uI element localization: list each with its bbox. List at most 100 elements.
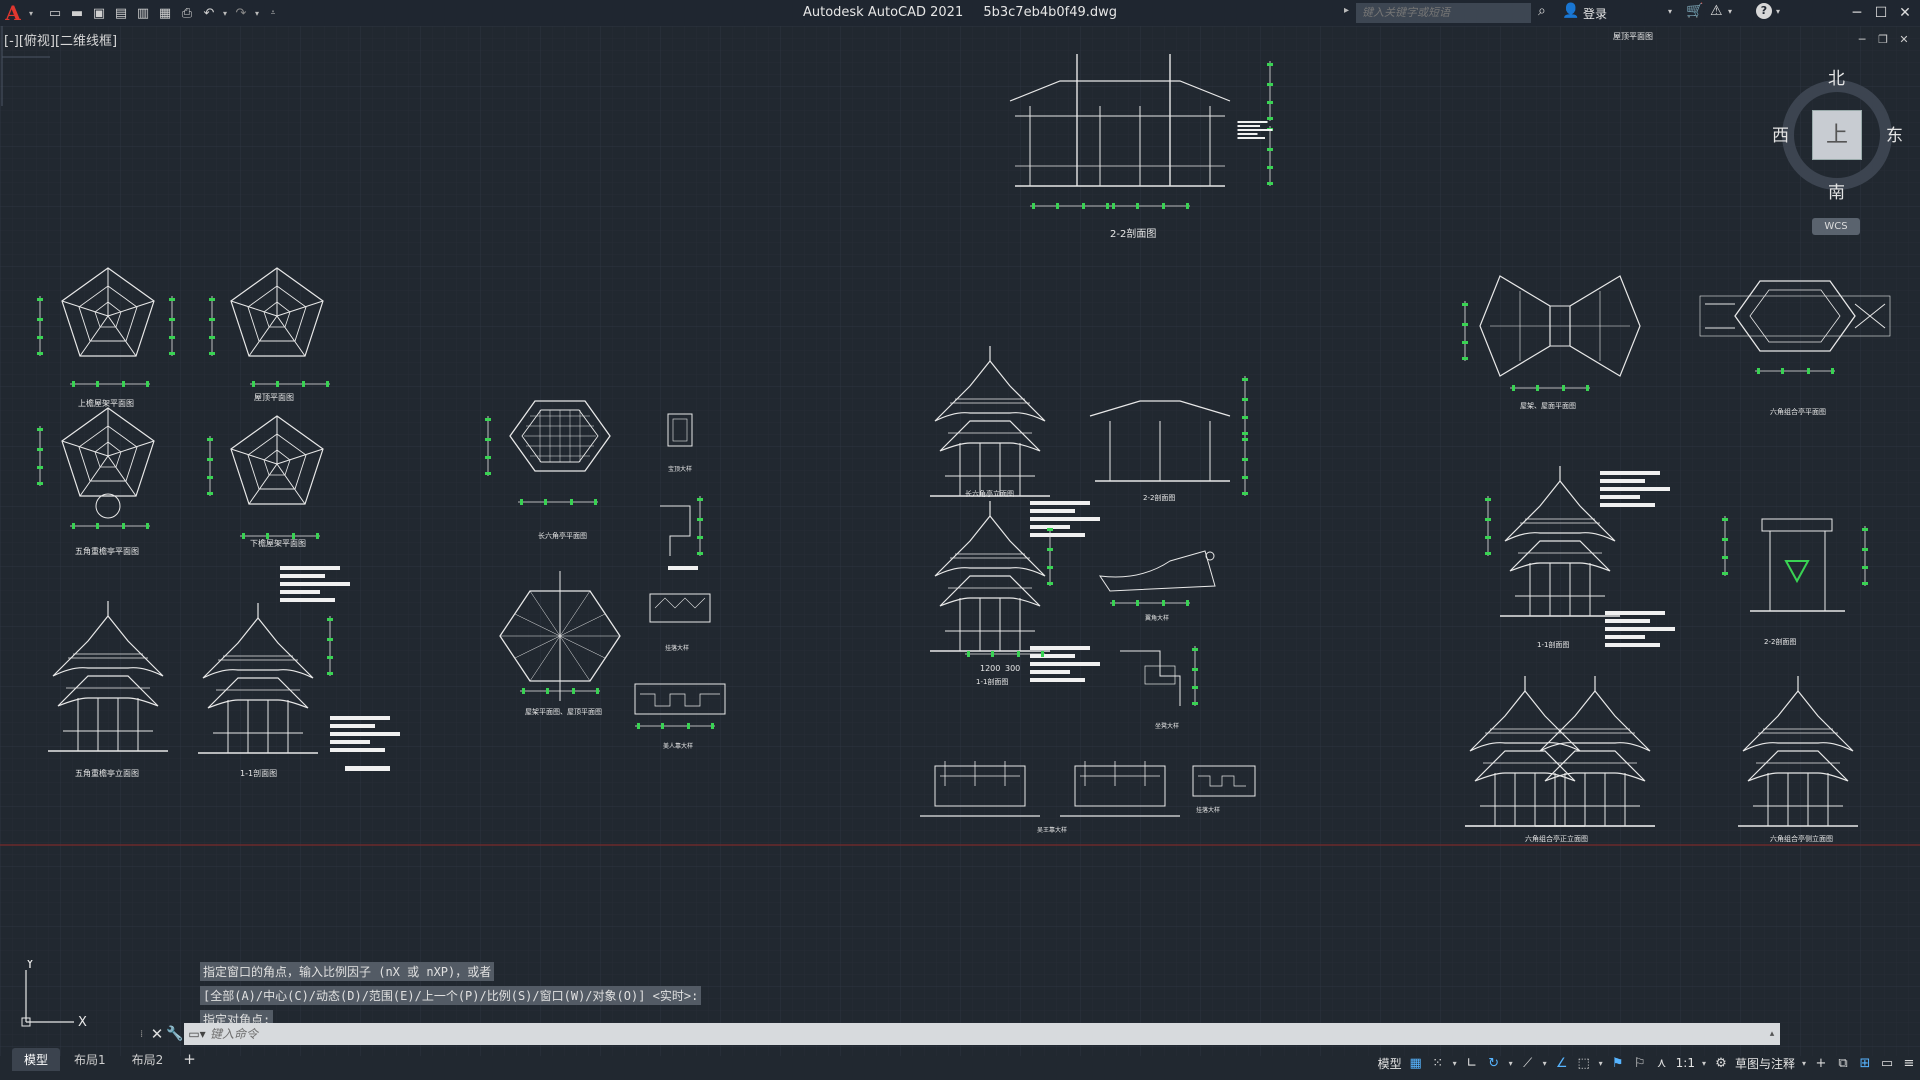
drawing-combo-side[interactable]: 六角组合亭侧立面图 [1737,675,1859,843]
saveas-icon[interactable]: ▤ [114,5,128,21]
autocad-logo-icon[interactable]: A [5,1,21,25]
drawing-detail-c[interactable]: 挂落大样 [649,593,711,652]
drawing-combo-front[interactable]: 六角组合亭正立面图 [1464,675,1656,843]
customize-icon[interactable]: ⩡ [270,8,276,17]
drawing-combo-plan[interactable]: 六角组合亭平面图 [1699,280,1891,416]
compass-south[interactable]: 南 [1828,183,1845,203]
drawing-combo-section-11[interactable]: 1-1剖面图 [1484,465,1675,649]
doc-close-icon[interactable]: ✕ [1899,33,1909,46]
polar-icon[interactable]: ↻ [1488,1055,1500,1071]
close-icon[interactable]: ✕ [1899,5,1911,21]
add-layout-button[interactable]: + [183,1050,196,1068]
polar-caret-icon[interactable]: ▾ [1508,1058,1513,1068]
plot-icon[interactable]: ⎙ [181,5,193,21]
compass-west[interactable]: 西 [1772,126,1789,146]
quick-properties-icon[interactable]: ⊞ [1859,1055,1871,1071]
tab-model[interactable]: 模型 [12,1047,61,1071]
search-input[interactable] [1356,3,1531,23]
search-icon[interactable]: ⌕ [1538,3,1546,19]
viewcube[interactable]: 上 北 南 西 东 [1772,69,1903,203]
clean-screen-icon[interactable]: ▭ [1880,1055,1894,1071]
object-snap-icon[interactable]: ⬚ [1577,1055,1590,1071]
open-web-icon[interactable]: ▥ [136,5,150,21]
object-snap-tracking-icon[interactable]: ∠ [1555,1055,1568,1071]
redo-icon[interactable]: ↷ [235,5,247,21]
command-input[interactable] [210,1024,1764,1044]
drawing-pent-roof-plan[interactable]: 屋顶平面图 [208,267,331,402]
drawing-pent-beam-plan[interactable]: 下檐屋架平面图 [206,415,324,548]
login-caret-icon[interactable]: ▾ [1668,7,1673,16]
viewport-controls-label[interactable]: [-][俯视][二维线框] [4,34,118,49]
drawing-hex-section-22[interactable]: 2-2剖面图 [1089,375,1249,502]
drawing-pent-floor-plan[interactable]: 五角重檐亭平面图 [36,407,155,556]
account-caret-icon[interactable]: ▾ [1728,7,1733,16]
workspace-switch[interactable]: 草图与注释 [1734,1056,1795,1071]
drawing-combo-section-22[interactable]: 2-2剖面图 [1721,515,1869,646]
command-prompt-icon[interactable]: ▭▾ [188,1027,206,1041]
redo-caret-icon[interactable]: ▾ [254,8,259,18]
drawing-seat-detail[interactable]: 坐凳大样 [1120,645,1199,730]
new-icon[interactable]: ▭ [48,5,62,21]
doc-restore-icon[interactable]: ❐ [1878,33,1888,46]
model-space-toggle[interactable]: 模型 [1377,1056,1402,1071]
drawing-detail-b[interactable] [660,495,704,570]
help-icon[interactable]: ? [1756,3,1772,19]
drawing-detail-d[interactable]: 美人靠大样 [634,683,726,750]
snap-icon[interactable]: ⁙ [1432,1055,1444,1071]
undo-icon[interactable]: ↶ [203,5,215,21]
drawing-pent-elevation[interactable]: 五角重檐亭立面图 [47,600,169,778]
annotation-monitor-icon[interactable]: + [1815,1055,1827,1071]
command-history-toggle-icon[interactable]: ▴ [1769,1029,1775,1039]
maximize-icon[interactable]: ☐ [1874,5,1888,21]
tab-layout1[interactable]: 布局1 [74,1052,106,1067]
drawing-pent-section[interactable]: 1-1剖面图 [197,566,400,778]
app-menu-caret-icon[interactable]: ▾ [28,8,33,18]
grid-icon[interactable]: ▦ [1409,1055,1422,1071]
ortho-icon[interactable]: ∟ [1466,1055,1478,1071]
drawing-combo-roof[interactable]: 屋架、屋面平面图 [1461,275,1641,410]
open-icon[interactable]: ▬ [70,5,84,21]
drawing-hex-roof-plan[interactable]: 屋架平面图、屋顶平面图 [499,571,621,716]
drawing-hex-plan[interactable]: 长六角亭平面图 [484,400,611,540]
command-line-customize-icon[interactable]: 🔧 [166,1026,184,1042]
customization-menu-icon[interactable]: ≡ [1903,1055,1915,1071]
doc-minimize-icon[interactable]: ─ [1858,33,1866,46]
isodraft-icon[interactable]: ⟋ [1523,1055,1533,1071]
compass-east[interactable]: 东 [1886,126,1903,146]
annotation-visibility-icon[interactable]: ⚑ [1611,1055,1624,1071]
units-icon[interactable]: ⧉ [1838,1055,1848,1071]
compass-north[interactable]: 北 [1828,69,1845,89]
command-line-close-icon[interactable]: ✕ [150,1025,164,1043]
save-icon[interactable]: ▣ [92,5,106,21]
autodesk-account-icon[interactable]: ⚠ [1710,3,1723,19]
scale-caret-icon[interactable]: ▾ [1701,1058,1706,1068]
drawing-railing-detail[interactable]: 挂落大样 [1192,765,1256,814]
drawing-hex-section-11[interactable]: 1200 300 1-1剖面图 [929,500,1100,686]
drawing-canvas[interactable]: 2-2剖面图 屋顶平面图 上檐屋架平面图 屋顶平面图 五角重檐亭平面图 [0,26,1920,1056]
drawing-corner-detail[interactable]: 翼角大样 [1098,550,1216,622]
minimize-icon[interactable]: ─ [1852,5,1862,21]
undo-caret-icon[interactable]: ▾ [222,8,227,18]
search-expand-icon[interactable]: ▸ [1344,5,1350,16]
workspace-caret-icon[interactable]: ▾ [1801,1058,1806,1068]
auto-scale-icon[interactable]: ⚐ [1633,1055,1646,1071]
viewcube-top-face[interactable]: 上 [1812,110,1862,160]
save-web-icon[interactable]: ▦ [158,5,172,21]
wcs-button[interactable]: WCS [1812,218,1860,235]
drawing-detail-a[interactable]: 宝顶大样 [667,413,693,473]
drawing-pent-roof-frame[interactable]: 上檐屋架平面图 [36,267,176,408]
cart-icon[interactable]: 🛒 [1686,3,1704,19]
login-link[interactable]: 登录 [1583,7,1608,21]
tab-layout2[interactable]: 布局2 [131,1052,164,1067]
isodraft-caret-icon[interactable]: ▾ [1542,1058,1547,1068]
annotation-scale-icon[interactable]: ⋏ [1656,1055,1667,1071]
drawing-hex-elevation[interactable]: 长六角亭立面图 [929,345,1051,498]
annotation-scale-value[interactable]: 1:1 [1675,1056,1695,1070]
user-icon[interactable]: 👤 [1562,3,1580,19]
workspace-gear-icon[interactable]: ⚙ [1715,1055,1727,1071]
drawing-wumei-detail[interactable]: 吴王靠大样 [920,761,1180,834]
snap-caret-icon[interactable]: ▾ [1452,1058,1457,1068]
command-line-grip-icon[interactable]: ⁞ [140,1028,144,1040]
help-caret-icon[interactable]: ▾ [1776,7,1781,16]
drawing-top-section[interactable]: 2-2剖面图 [1009,54,1274,240]
